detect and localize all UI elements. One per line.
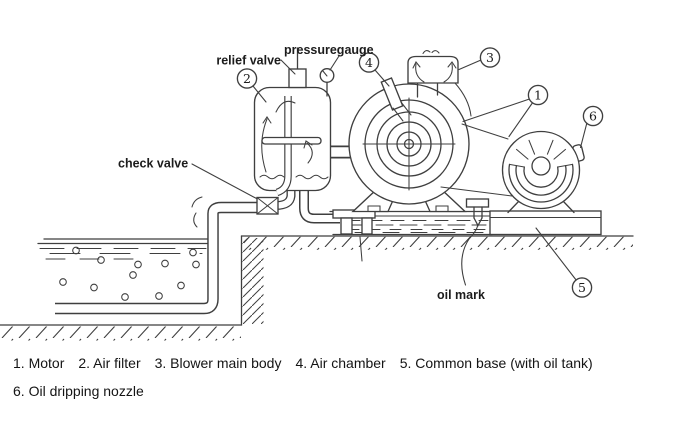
flow-arc — [275, 100, 296, 113]
legend-item-oil-dripping-nozzle: 6. Oil dripping nozzle — [13, 383, 144, 399]
coupling-guard — [440, 123, 513, 197]
flow-arrowhead — [447, 61, 457, 69]
callout-4-number: 4 — [365, 55, 373, 70]
legend-item-motor: 1. Motor — [13, 355, 65, 371]
motor — [501, 130, 585, 214]
legend-line-2: 6. Oil dripping nozzle — [13, 377, 673, 405]
callout-6: 6 — [582, 105, 604, 127]
check-valve-symbol — [256, 196, 279, 215]
liquid-level-wave — [295, 174, 329, 180]
top-tuft — [431, 50, 440, 54]
label-relief-valve: relief valve — [216, 54, 281, 68]
oil-mark-plug — [465, 198, 490, 227]
flow-arrow — [193, 212, 198, 228]
callout-5-number: 5 — [578, 280, 586, 295]
leader-lines — [191, 55, 588, 286]
flow-arc — [306, 142, 313, 164]
callout-3: 3 — [479, 47, 501, 68]
pit-bottom-hatch — [0, 326, 241, 341]
relief-valve — [288, 47, 307, 89]
legend-item-air-filter: 2. Air filter — [78, 355, 141, 371]
callout-6-number: 6 — [589, 109, 597, 124]
common-base-motor-section — [489, 210, 602, 236]
baffle-plate — [261, 136, 322, 145]
flow-arrowhead — [303, 140, 313, 149]
suction-pipe — [55, 196, 260, 315]
liquid-level-wave — [259, 174, 285, 180]
callout-1-number: 1 — [534, 88, 542, 103]
flow-arc — [261, 118, 268, 173]
valve-to-tank-pipe — [275, 186, 296, 210]
callout-3-number: 3 — [486, 50, 494, 65]
casing-curve — [454, 82, 472, 117]
water-bubbles — [59, 246, 200, 301]
flow-arrowhead — [262, 116, 272, 124]
top-tuft — [422, 50, 431, 55]
flow-arrow — [191, 196, 203, 208]
callout-5: 5 — [571, 277, 593, 298]
label-check-valve: check valve — [118, 157, 188, 171]
legend-item-common-base: 5. Common base (with oil tank) — [399, 355, 593, 371]
air-chamber-box — [407, 50, 459, 84]
ground-hatch — [244, 236, 633, 250]
blower-main-body — [348, 50, 513, 213]
motor-fan — [508, 139, 574, 203]
callout-1: 1 — [527, 84, 549, 106]
callout-2-number: 2 — [243, 71, 251, 86]
ground — [240, 235, 634, 250]
legend-line-1: 1. Motor 2. Air filter 3. Blower main bo… — [13, 349, 673, 377]
legend-item-air-chamber: 4. Air chamber — [295, 355, 386, 371]
flow-arrowhead — [412, 61, 421, 69]
flow-arc — [443, 63, 453, 83]
common-base-oil-tank — [329, 198, 493, 262]
flow-arc — [415, 63, 425, 83]
callout-2: 2 — [236, 68, 258, 89]
top-duct — [416, 82, 439, 98]
discharge-pipe — [299, 186, 340, 224]
pressure-gauge — [319, 68, 335, 97]
legend-item-blower-main-body: 3. Blower main body — [154, 355, 282, 371]
legend: 1. Motor 2. Air filter 3. Blower main bo… — [13, 349, 673, 405]
label-pressure-gauge: pressuregauge — [284, 43, 374, 57]
pit-wall-hatch — [242, 238, 264, 324]
water-pit — [0, 235, 264, 341]
callout-4: 4 — [358, 52, 380, 73]
air-filter-tank — [253, 47, 335, 197]
label-oil-mark: oil mark — [437, 288, 485, 302]
inlet-nozzle — [380, 77, 412, 122]
